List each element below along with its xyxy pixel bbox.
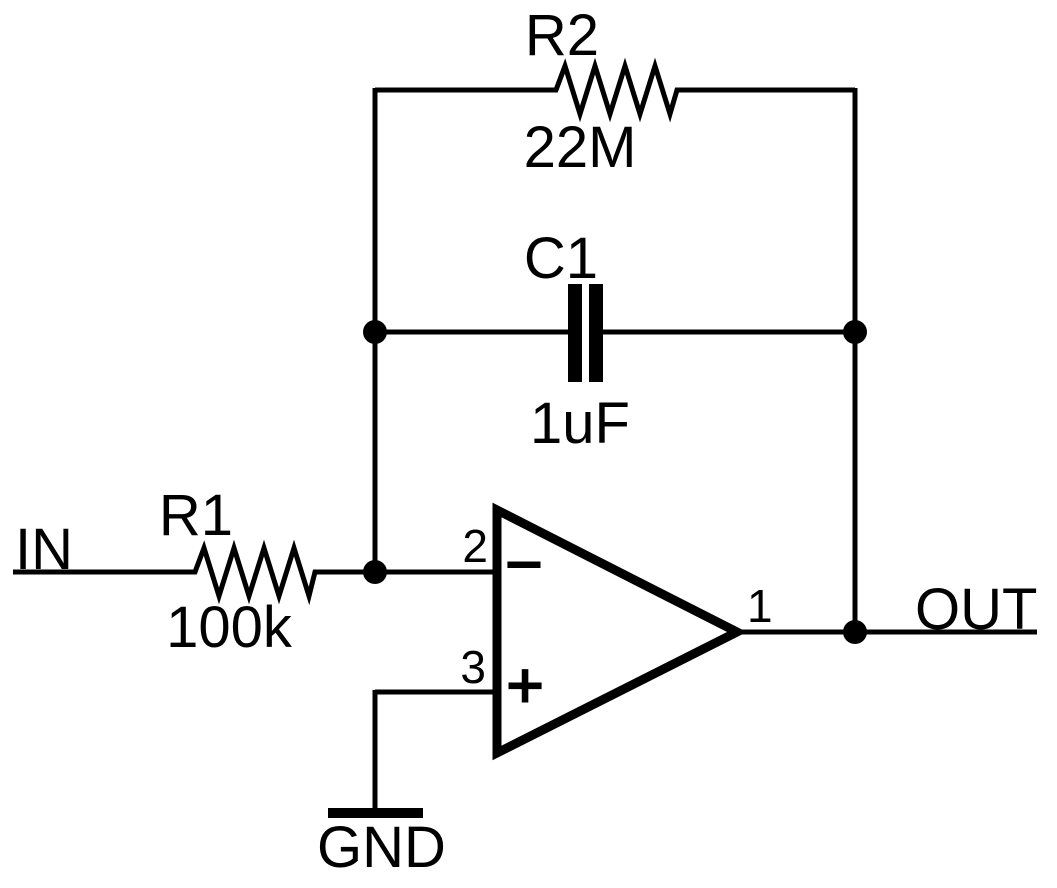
- junction-dot-inverting-c1: [363, 320, 387, 344]
- opamp-pin2-label: 2: [462, 520, 488, 572]
- opamp-pin3-label: 3: [460, 641, 486, 693]
- opamp-pin1-label: 1: [747, 580, 773, 632]
- junction-dot-output-c1: [843, 320, 867, 344]
- input-port-label: IN: [15, 517, 73, 582]
- c1-designator-label: C1: [524, 226, 598, 291]
- r2-value-label: 22M: [524, 115, 637, 180]
- feedback-resistor-r2: R2 22M: [375, 3, 855, 180]
- feedback-capacitor-c1: C1 1uF: [375, 226, 855, 456]
- junction-dot-output-node: [843, 620, 867, 644]
- capacitor-plate-left: [568, 284, 582, 382]
- capacitor-plate-right: [589, 284, 603, 382]
- ground-port-label: GND: [317, 815, 446, 880]
- inverting-input-minus-icon: −: [505, 528, 542, 600]
- opamp-triangle-icon: [492, 502, 747, 761]
- r1-designator-label: R1: [159, 483, 233, 548]
- noninverting-input-plus-icon: +: [506, 649, 543, 721]
- r1-value-label: 100k: [166, 595, 293, 660]
- output-branch: OUT: [737, 577, 1037, 642]
- output-port-label: OUT: [915, 577, 1037, 642]
- resistor-r1-symbol: [13, 539, 497, 606]
- junction-dot-inverting-node: [363, 560, 387, 584]
- resistor-r2-symbol: [375, 57, 855, 123]
- r2-designator-label: R2: [525, 3, 599, 68]
- opamp-symbol: 2 3 1 − +: [460, 502, 773, 761]
- ground-branch: GND: [317, 689, 497, 880]
- c1-value-label: 1uF: [530, 391, 630, 456]
- input-branch: IN R1 100k: [13, 483, 497, 660]
